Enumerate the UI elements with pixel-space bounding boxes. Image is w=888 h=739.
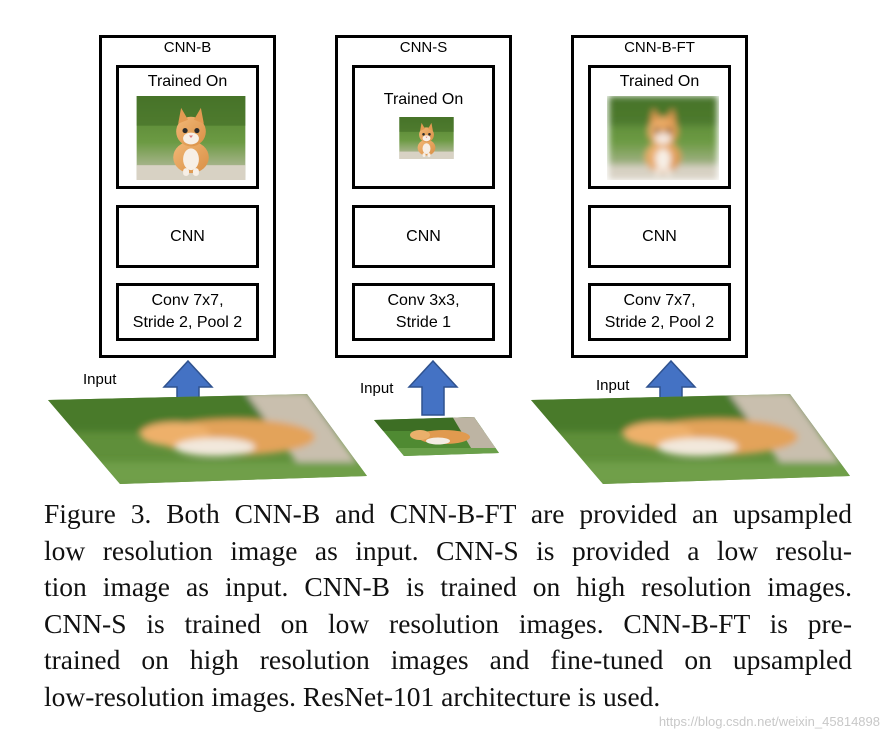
conv-box: Conv 7x7, Stride 2, Pool 2 — [588, 283, 731, 341]
trained-on-box: Trained On — [588, 65, 731, 189]
trained-on-box: Trained On — [116, 65, 259, 189]
kitten-image-upsampled — [608, 96, 718, 180]
watermark: https://blog.csdn.net/weixin_45814898 — [658, 714, 880, 729]
caption-line: CNN-S is trained on low resolution image… — [44, 607, 852, 639]
caption-line: Figure 3. Both CNN-B and CNN-B-FT are pr… — [44, 498, 852, 529]
input-label: Input — [83, 371, 117, 388]
input-image-upsampled-cnn-b — [48, 394, 367, 484]
conv-line-2: Stride 2, Pool 2 — [604, 314, 715, 331]
caption-line: low resolution image as input. CNN-S is … — [44, 534, 852, 566]
panel-cnn-s: CNN-S Trained On CNN Conv 3x3, Stride 1 — [335, 35, 512, 358]
trained-on-box: Trained On — [352, 65, 495, 189]
panel-cnn-b-ft: CNN-B-FT Trained On CNN Conv 7x7, Stride… — [571, 35, 748, 358]
input-label: Input — [360, 380, 394, 397]
conv-box: Conv 3x3, Stride 1 — [352, 283, 495, 341]
panel-title: CNN-B — [163, 39, 212, 56]
conv-line-2: Stride 1 — [395, 314, 452, 331]
cnn-box: CNN — [352, 205, 495, 268]
conv-line-2: Stride 2, Pool 2 — [132, 314, 243, 331]
input-label: Input — [596, 377, 630, 394]
kitten-image-low-res — [399, 117, 454, 159]
panel-title: CNN-S — [399, 39, 448, 56]
conv-line-1: Conv 7x7, — [151, 292, 224, 309]
conv-line-1: Conv 3x3, — [387, 292, 460, 309]
figure-caption: Figure 3. Both CNN-B and CNN-B-FT are pr… — [44, 496, 852, 715]
conv-line-1: Conv 7x7, — [623, 292, 696, 309]
caption-line: trained on high resolution images and fi… — [44, 644, 852, 675]
cnn-box: CNN — [588, 205, 731, 268]
conv-box: Conv 7x7, Stride 2, Pool 2 — [116, 283, 259, 341]
panel-title: CNN-B-FT — [624, 39, 695, 56]
caption-line: tion image as input. CNN-B is trained on… — [44, 571, 852, 602]
trained-on-label: Trained On — [619, 73, 700, 90]
cnn-box: CNN — [116, 205, 259, 268]
caption-line: low-resolution images. ResNet-101 archit… — [44, 680, 661, 712]
trained-on-label: Trained On — [147, 73, 228, 90]
input-image-upsampled-cnn-b-ft — [531, 394, 850, 484]
kitten-image-high-res — [136, 96, 246, 180]
input-image-low-res-cnn-s — [374, 417, 499, 456]
trained-on-label: Trained On — [383, 91, 464, 108]
panel-cnn-b: CNN-B Trained On CNN Conv 7x7, Stride 2,… — [99, 35, 276, 358]
up-arrow-icon — [407, 359, 459, 416]
